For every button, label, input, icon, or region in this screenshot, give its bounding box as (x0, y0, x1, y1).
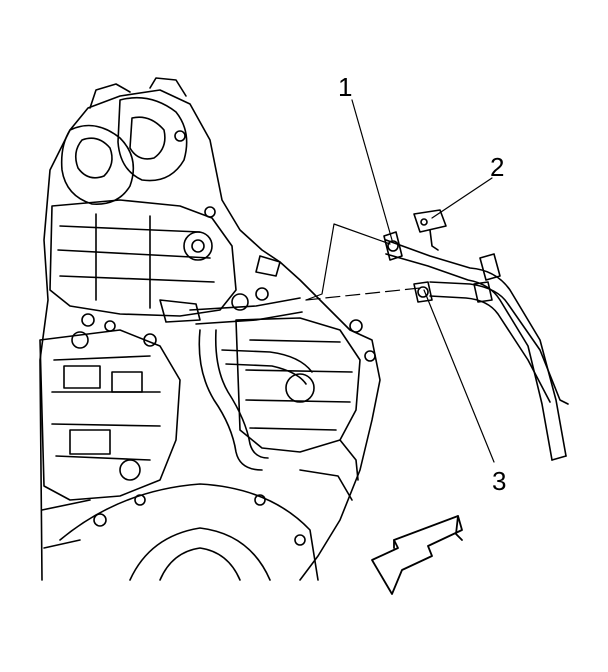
hose-assembly (383, 209, 569, 461)
routing-line (305, 223, 391, 301)
leader-lines (305, 99, 495, 463)
leader-2 (431, 177, 493, 219)
callout-1: 1 (338, 72, 353, 102)
leader-3 (423, 289, 495, 463)
direction-arrow-icon (371, 515, 463, 595)
callout-2: 2 (490, 152, 505, 182)
leader-1 (351, 99, 393, 241)
callout-3: 3 (492, 466, 507, 496)
engine-block (39, 77, 381, 581)
